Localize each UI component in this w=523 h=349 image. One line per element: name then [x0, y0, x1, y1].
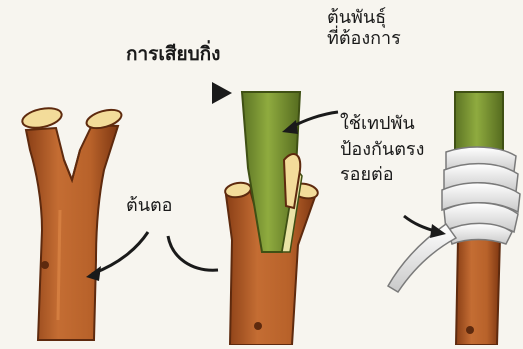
tape-label-line: รอยต่อ [340, 165, 424, 186]
tape-label-line: ป้องกันตรง [340, 140, 424, 161]
tape-label: ใช้เทปพัน ป้องกันตรง รอยต่อ [340, 114, 424, 191]
scion-label-line: ที่ต้องการ [327, 29, 401, 50]
rootstock-trunk-1 [26, 125, 118, 340]
scion-label: ต้นพันธุ์ ที่ต้องการ [327, 8, 401, 49]
connector-curve [168, 236, 218, 270]
bud-2 [254, 322, 262, 330]
tape-label-line: ใช้เทปพัน [340, 114, 424, 135]
scion-label-line: ต้นพันธุ์ [327, 8, 401, 29]
bud-3 [466, 326, 474, 334]
pointer-triangle [212, 82, 232, 104]
bark-streak-1 [58, 210, 60, 320]
rootstock-label: ต้นตอ [126, 196, 173, 217]
split-rootstock [21, 105, 124, 340]
cut-face-left-1 [21, 105, 64, 131]
grafting-title: การเสียบกิ่ง [126, 44, 220, 66]
tape-tail [388, 224, 456, 292]
bud-1 [41, 261, 49, 269]
rootstock-trunk-3 [456, 238, 500, 345]
scion-insertion [212, 82, 338, 345]
